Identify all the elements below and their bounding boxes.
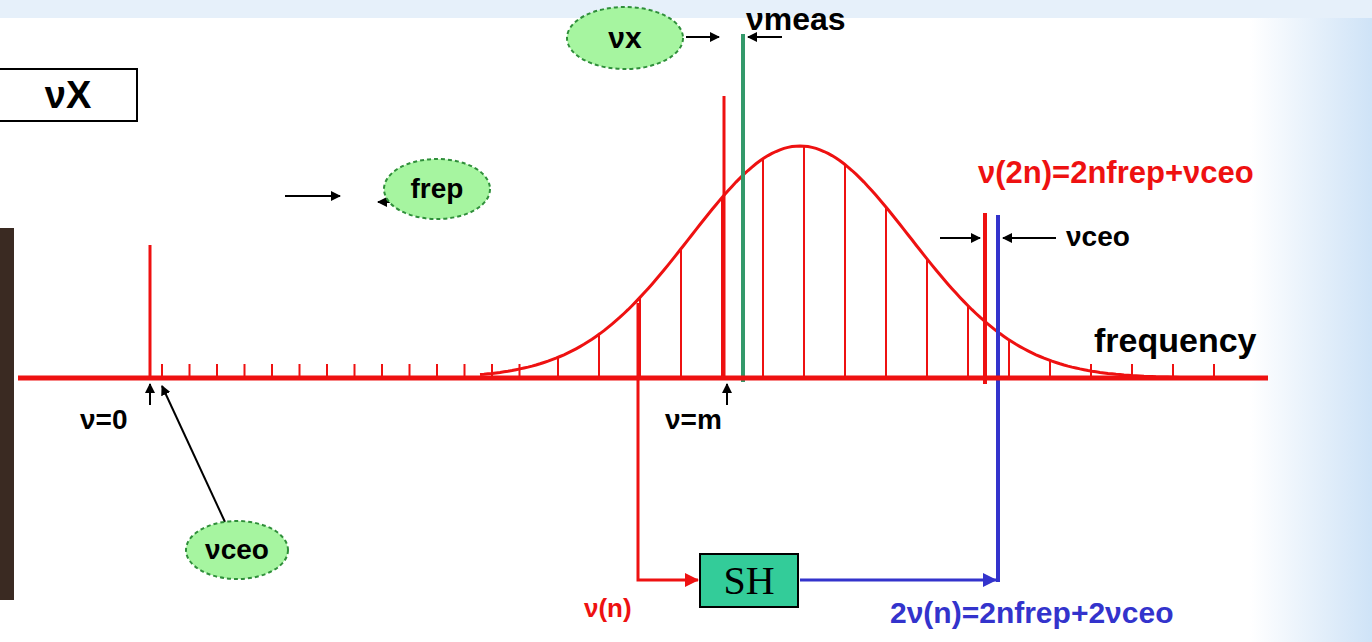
n-tooth-to-sh (638, 303, 698, 580)
comb-tooth (557, 357, 559, 378)
pointer-arrow (726, 384, 728, 405)
comb-tooth (926, 259, 928, 378)
measured-line (741, 34, 745, 382)
node-text: SH (723, 557, 774, 604)
outline-shape (384, 159, 490, 219)
spacing-arrow (940, 237, 980, 239)
ellipse-callout: νceo (184, 519, 290, 581)
2n-tooth (983, 213, 987, 384)
background-band (0, 0, 1372, 18)
shg-line (996, 215, 1000, 582)
comb-tooth (598, 334, 600, 378)
axis-label: frequency (1094, 322, 1257, 359)
pointer-arrow (149, 384, 151, 405)
outline-shape (0, 69, 137, 121)
label-box: νX (0, 68, 138, 122)
outline-shape (567, 7, 683, 69)
comb-tooth (762, 159, 764, 378)
ellipse-callout: νx (565, 5, 685, 71)
background-band (1250, 0, 1372, 642)
node-text: νceo (205, 534, 269, 566)
tooth-label: ν(n) (584, 594, 632, 623)
measured-frequency: νmeas (746, 2, 846, 37)
spacing-arrow (686, 36, 719, 38)
node-text: νx (608, 21, 641, 55)
comb-tooth (1049, 360, 1051, 378)
label-box: SH (699, 553, 799, 608)
tooth-label: ν=0 (80, 405, 128, 436)
node-text: νX (45, 74, 91, 117)
zero-tooth (149, 245, 152, 378)
comb-tooth (844, 165, 846, 378)
spacing-arrow (1003, 237, 1056, 239)
frequency-axis (18, 376, 1268, 381)
node-text: frep (411, 173, 464, 205)
photo-strip (0, 228, 14, 600)
formula: 2ν(n)=2nfrep+2νceo (890, 596, 1173, 629)
formula: ν(2n)=2nfrep+νceo (978, 156, 1254, 190)
tooth-label: ν=m (665, 405, 722, 436)
ellipse-callout: frep (382, 157, 492, 221)
spacing-arrow (285, 195, 340, 197)
outline-shape (700, 554, 798, 607)
m-tooth (723, 96, 726, 378)
comb-tooth (1008, 340, 1010, 378)
comb-tooth (680, 249, 682, 378)
comb-tooth (885, 207, 887, 378)
outline-shape (186, 521, 288, 579)
leader-arrow (162, 386, 225, 522)
sh-to-blue-line (800, 579, 996, 582)
comb-tooth (967, 306, 969, 378)
offset-label: νceo (1066, 222, 1130, 253)
comb-tooth (803, 146, 805, 378)
